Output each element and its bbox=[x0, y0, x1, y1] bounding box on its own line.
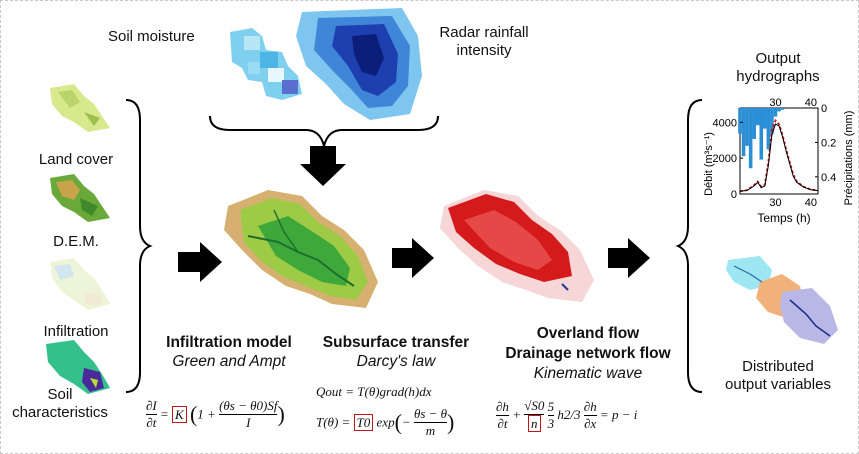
land-cover-map bbox=[50, 84, 110, 132]
y-tick-label: 2000 bbox=[713, 153, 737, 165]
rain-bar bbox=[755, 108, 760, 126]
rain-bar bbox=[752, 108, 756, 139]
infiltration-map bbox=[50, 258, 110, 310]
radar-rainfall-label: Radar rainfall intensity bbox=[432, 24, 536, 60]
darcy-t-equation: T(θ) = T0 exp(− θs − θ m ) bbox=[316, 406, 455, 439]
rain-bar bbox=[766, 108, 771, 150]
hydro-y2-label: Précipitations (mm) bbox=[843, 111, 855, 206]
ga-inner-num: (θs − θ0)Sf bbox=[219, 398, 278, 413]
hydrograph-plot-area: 0 2000 4000 0 0.2 0.4 30 40 30 40 bbox=[713, 97, 837, 209]
soil-characteristics-map bbox=[46, 340, 110, 394]
rain-bar bbox=[741, 108, 746, 157]
soil-characteristics-label: Soil characteristics bbox=[2, 386, 118, 422]
dist-label-line1: Distributed bbox=[742, 358, 814, 375]
soil-label-line1: Soil bbox=[47, 386, 73, 403]
rain-bar bbox=[763, 108, 767, 129]
hydro-series-line bbox=[739, 118, 819, 193]
arrow-3 bbox=[608, 238, 650, 278]
ga-k-box: K bbox=[172, 405, 187, 423]
darcy-t-den: m bbox=[413, 422, 448, 439]
kw-n-box: n bbox=[528, 415, 541, 432]
hydro-y-label: Débit (m³s⁻¹) bbox=[703, 132, 715, 196]
arrow-1 bbox=[178, 242, 222, 282]
darcy-t-num: θs − θ bbox=[413, 406, 448, 421]
dem-label: D.E.M. bbox=[53, 233, 99, 250]
hydrograph-chart: 0 2000 4000 0 0.2 0.4 30 40 30 40 Débit (m³s⁻¹) P… bbox=[703, 97, 855, 225]
green-ampt-equation: ∂I ∂t = K (1 + (θs − θ0)Sf I ) bbox=[146, 398, 285, 431]
right-brace bbox=[675, 99, 703, 393]
kw-rhs: = p − i bbox=[599, 407, 638, 422]
rain-bar bbox=[759, 108, 764, 160]
infiltration-model-subtitle: Green and Ampt bbox=[172, 353, 286, 370]
soil-label-line2: characteristics bbox=[12, 404, 108, 421]
radar-label-line2: intensity bbox=[456, 42, 512, 59]
kw-t2-num: √S0 bbox=[524, 398, 545, 413]
overland-title-1: Overland flow bbox=[536, 325, 640, 342]
kw-pow: h2/3 bbox=[557, 407, 581, 422]
rain-bar bbox=[777, 108, 781, 112]
kw-t3-den: ∂x bbox=[583, 414, 597, 431]
rain-bar bbox=[745, 108, 749, 146]
land-cover-label: Land cover bbox=[38, 151, 114, 168]
overland-catchment-map bbox=[440, 190, 594, 302]
rain-bar bbox=[738, 108, 742, 134]
ga-one-plus: 1 + bbox=[197, 406, 216, 422]
ga-lhs-num: ∂I bbox=[146, 398, 157, 413]
kw-plus: + bbox=[512, 407, 521, 422]
kw-t3-num: ∂h bbox=[583, 398, 597, 414]
overland-subtitle: Kinematic wave bbox=[533, 365, 643, 382]
subsurface-subtitle: Darcy's law bbox=[356, 353, 436, 370]
left-brace bbox=[125, 99, 153, 393]
x-top-tick-label: 40 bbox=[805, 97, 817, 109]
darcy-q-equation: Qout = T(θ)grad(h)dx bbox=[316, 384, 432, 399]
infiltration-catchment-map bbox=[224, 190, 378, 308]
darcy-t0-box: T0 bbox=[353, 413, 374, 431]
overland-title-2: Drainage network flow bbox=[505, 345, 671, 362]
dem-map bbox=[50, 174, 110, 222]
dist-label-line2: output variables bbox=[725, 376, 831, 393]
kw-t1-den: ∂t bbox=[496, 414, 509, 431]
radar-rainfall-map bbox=[296, 8, 422, 120]
kw-t1-num: ∂h bbox=[496, 398, 509, 414]
kw-frac-num: 5 bbox=[547, 398, 555, 414]
rain-bar bbox=[773, 108, 778, 117]
x-tick-label: 40 bbox=[805, 197, 817, 209]
kw-frac-den: 3 bbox=[547, 414, 555, 431]
radar-label-line1: Radar rainfall bbox=[439, 24, 529, 41]
x-tick-label: 30 bbox=[769, 197, 781, 209]
infiltration-model-title: Infiltration model bbox=[166, 334, 292, 351]
hydro-x-label: Temps (h) bbox=[757, 211, 810, 225]
subsurface-title: Subsurface transfer bbox=[322, 334, 470, 351]
rain-bar bbox=[770, 108, 774, 134]
down-arrow bbox=[300, 146, 346, 186]
distributed-output-label: Distributed output variables bbox=[700, 358, 856, 394]
infiltration-label: Infiltration bbox=[43, 323, 109, 340]
soil-moisture-map bbox=[230, 28, 302, 100]
darcy-t-lhs: T(θ) = bbox=[316, 414, 351, 430]
y2-tick-label: 0.2 bbox=[821, 137, 836, 149]
y-tick-label: 0 bbox=[731, 189, 737, 201]
distributed-output-map bbox=[726, 256, 838, 344]
darcy-exp: exp bbox=[376, 414, 395, 430]
hydro-label-line2: hydrographs bbox=[736, 68, 820, 85]
rain-bar bbox=[748, 108, 753, 169]
rain-bar bbox=[780, 108, 785, 110]
y2-tick-label: 0 bbox=[821, 103, 827, 115]
hydro-label-line1: Output bbox=[755, 50, 801, 67]
output-hydrographs-label: Output hydrographs bbox=[718, 50, 838, 86]
soil-moisture-label: Soil moisture bbox=[108, 28, 195, 45]
x-top-tick-label: 30 bbox=[769, 97, 781, 109]
ga-lhs-den: ∂t bbox=[146, 414, 157, 430]
ga-inner-den: I bbox=[219, 414, 278, 431]
hydro-series-line bbox=[739, 123, 819, 192]
kinematic-equation: ∂h ∂t + √S0 n 5 3 h2/3 ∂h ∂x = p − i bbox=[496, 398, 637, 432]
y2-tick-label: 0.4 bbox=[821, 172, 836, 184]
y-tick-label: 4000 bbox=[713, 117, 737, 129]
arrow-2 bbox=[392, 238, 434, 278]
